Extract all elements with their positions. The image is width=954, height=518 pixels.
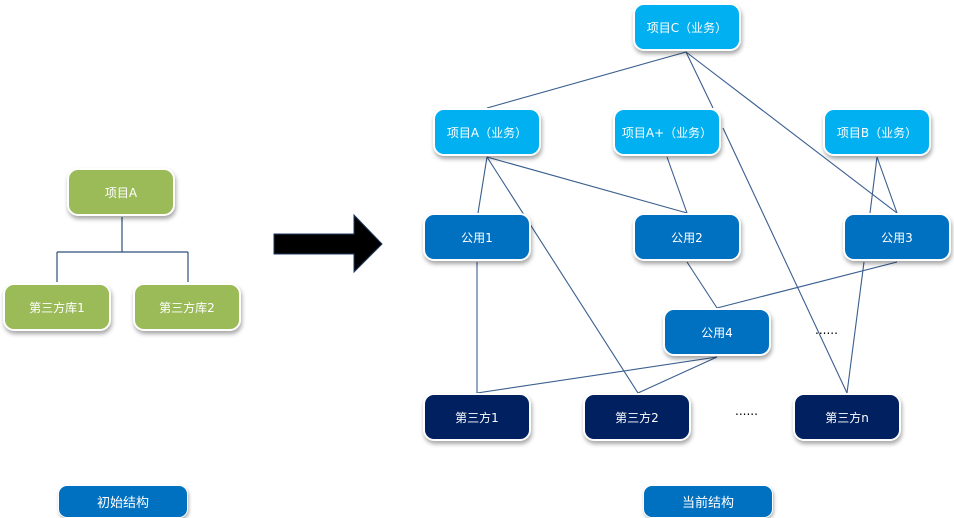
node-project-a-plus: 项目A+（业务）: [613, 108, 721, 156]
caption-initial-structure: 初始结构: [58, 485, 188, 518]
node-project-c: 项目C（业务）: [633, 3, 741, 51]
edge-c-common3: [685, 51, 898, 214]
node-third-party-2: 第三方2: [583, 393, 691, 441]
node-project-a: 项目A（业务）: [433, 108, 541, 156]
edge-common3-thirdn: [846, 261, 865, 394]
edge-aplus-common2: [666, 156, 688, 214]
edge-b-common3-a: [869, 156, 878, 214]
caption-current-structure: 当前结构: [643, 485, 773, 518]
edge-a-common2: [486, 156, 688, 214]
node-third-party-n: 第三方n: [793, 393, 901, 441]
node-third-party-lib-2: 第三方库2: [133, 283, 241, 331]
node-third-party-lib-1: 第三方库1: [3, 283, 111, 331]
edge-root-to-children: [56, 217, 189, 282]
node-project-b: 项目B（业务）: [823, 108, 931, 156]
edge-common4-third2: [637, 356, 718, 394]
edge-common3-common4: [716, 261, 898, 309]
edge-c-a: [486, 51, 687, 109]
edge-b-common3-b: [876, 156, 898, 214]
node-third-party-1: 第三方1: [423, 393, 531, 441]
edge-common2-common4: [686, 261, 718, 309]
edge-common4-third1: [476, 356, 718, 394]
ellipsis-common: ......: [815, 323, 838, 337]
edge-aplus-thirdn: [722, 127, 848, 394]
edge-c-aplus: [685, 51, 714, 109]
node-common-1: 公用1: [423, 213, 531, 261]
node-common-4: 公用4: [663, 308, 771, 356]
node-project-a-initial: 项目A: [67, 168, 175, 216]
edge-a-third2: [486, 156, 639, 394]
node-common-3: 公用3: [843, 213, 951, 261]
node-common-2: 公用2: [633, 213, 741, 261]
right-arrow-icon: [273, 213, 383, 274]
edge-a-common1: [477, 156, 488, 214]
ellipsis-third-party: ......: [735, 404, 758, 418]
